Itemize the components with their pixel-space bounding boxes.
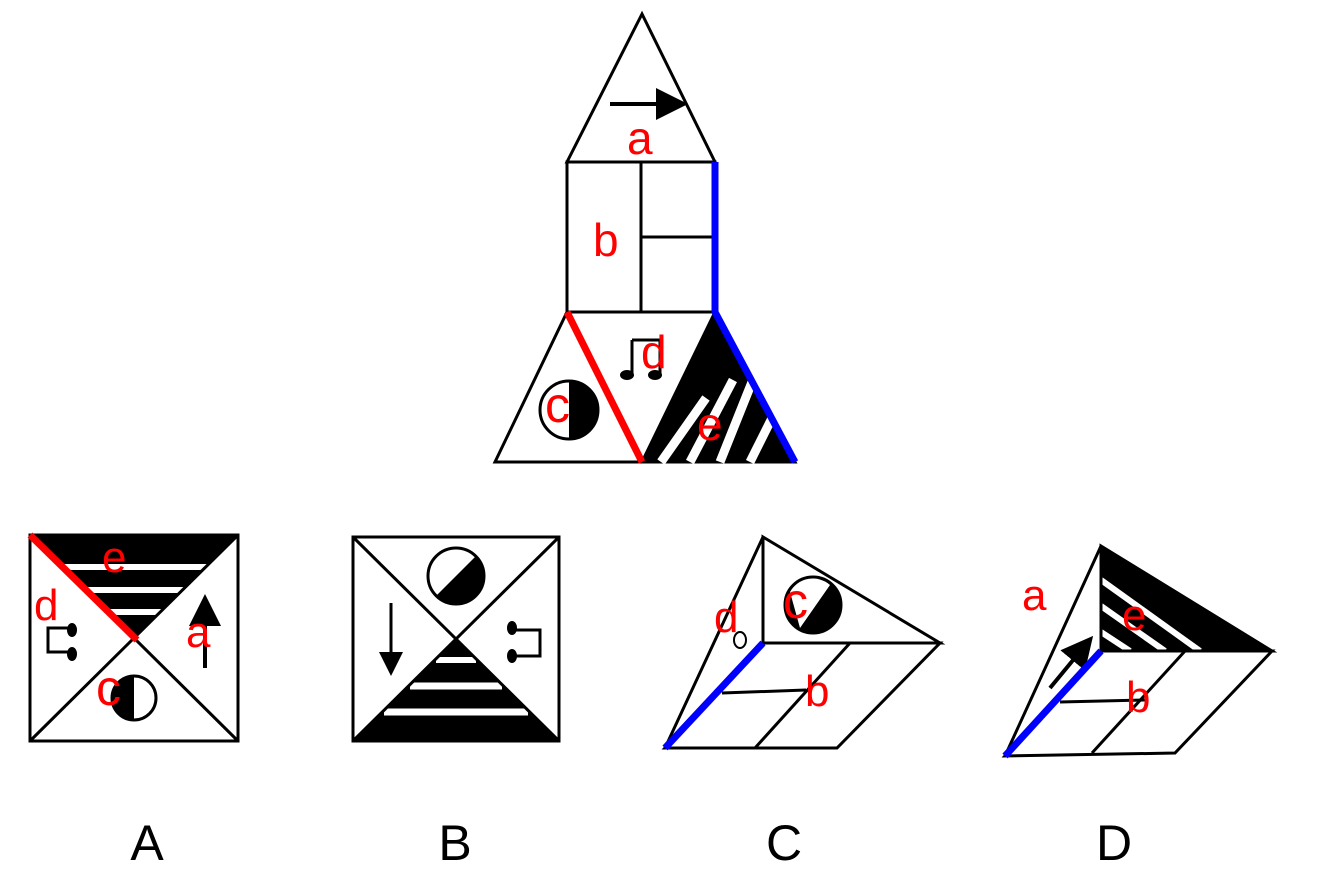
music-note-icon — [46, 623, 77, 661]
net-red-edge — [563, 310, 646, 464]
net-label-d: d — [641, 326, 667, 378]
option-a-letter[interactable]: A — [130, 815, 164, 871]
option-d-figure: a e b — [1001, 543, 1278, 759]
net-label-c: c — [545, 377, 570, 433]
net-face-b: b — [565, 160, 717, 314]
option-a-label-a: a — [186, 608, 211, 657]
option-c-blue-edge — [662, 640, 766, 751]
net-blue-edge — [711, 162, 799, 464]
arrow-icon — [1048, 635, 1094, 690]
option-a-label-e: e — [102, 533, 126, 582]
net-label-a: a — [627, 112, 653, 164]
option-c-letter[interactable]: C — [766, 815, 802, 871]
option-c-label-c: c — [783, 573, 808, 629]
music-note-icon — [733, 631, 747, 649]
option-d-label-b: b — [1126, 673, 1150, 722]
option-c-label-b: b — [805, 667, 829, 716]
option-d-blue-edge — [1002, 648, 1104, 759]
net-face-a: a — [564, 10, 718, 164]
option-a-red-edge — [27, 532, 140, 643]
music-note-icon — [620, 338, 662, 380]
option-a-figure: e d a c — [27, 532, 240, 743]
option-b-letter[interactable]: B — [438, 815, 471, 871]
option-a-label-d: d — [34, 581, 58, 630]
option-d-label-e: e — [1122, 591, 1146, 640]
net-bottom-triangle: c d e — [492, 310, 798, 465]
net-face-d: d — [620, 326, 667, 380]
option-d-label-a: a — [1022, 571, 1047, 620]
net-label-e: e — [697, 398, 723, 450]
option-a-label-c: c — [96, 660, 121, 716]
net-face-c: c — [538, 377, 600, 441]
net-label-b: b — [593, 214, 619, 266]
option-d-letter[interactable]: D — [1096, 815, 1132, 871]
net-figure: a b c — [492, 10, 799, 465]
option-c-figure: d c b — [661, 534, 946, 751]
music-note-icon — [507, 621, 542, 663]
option-c-label-d: d — [714, 593, 738, 642]
option-b-figure — [351, 535, 561, 743]
